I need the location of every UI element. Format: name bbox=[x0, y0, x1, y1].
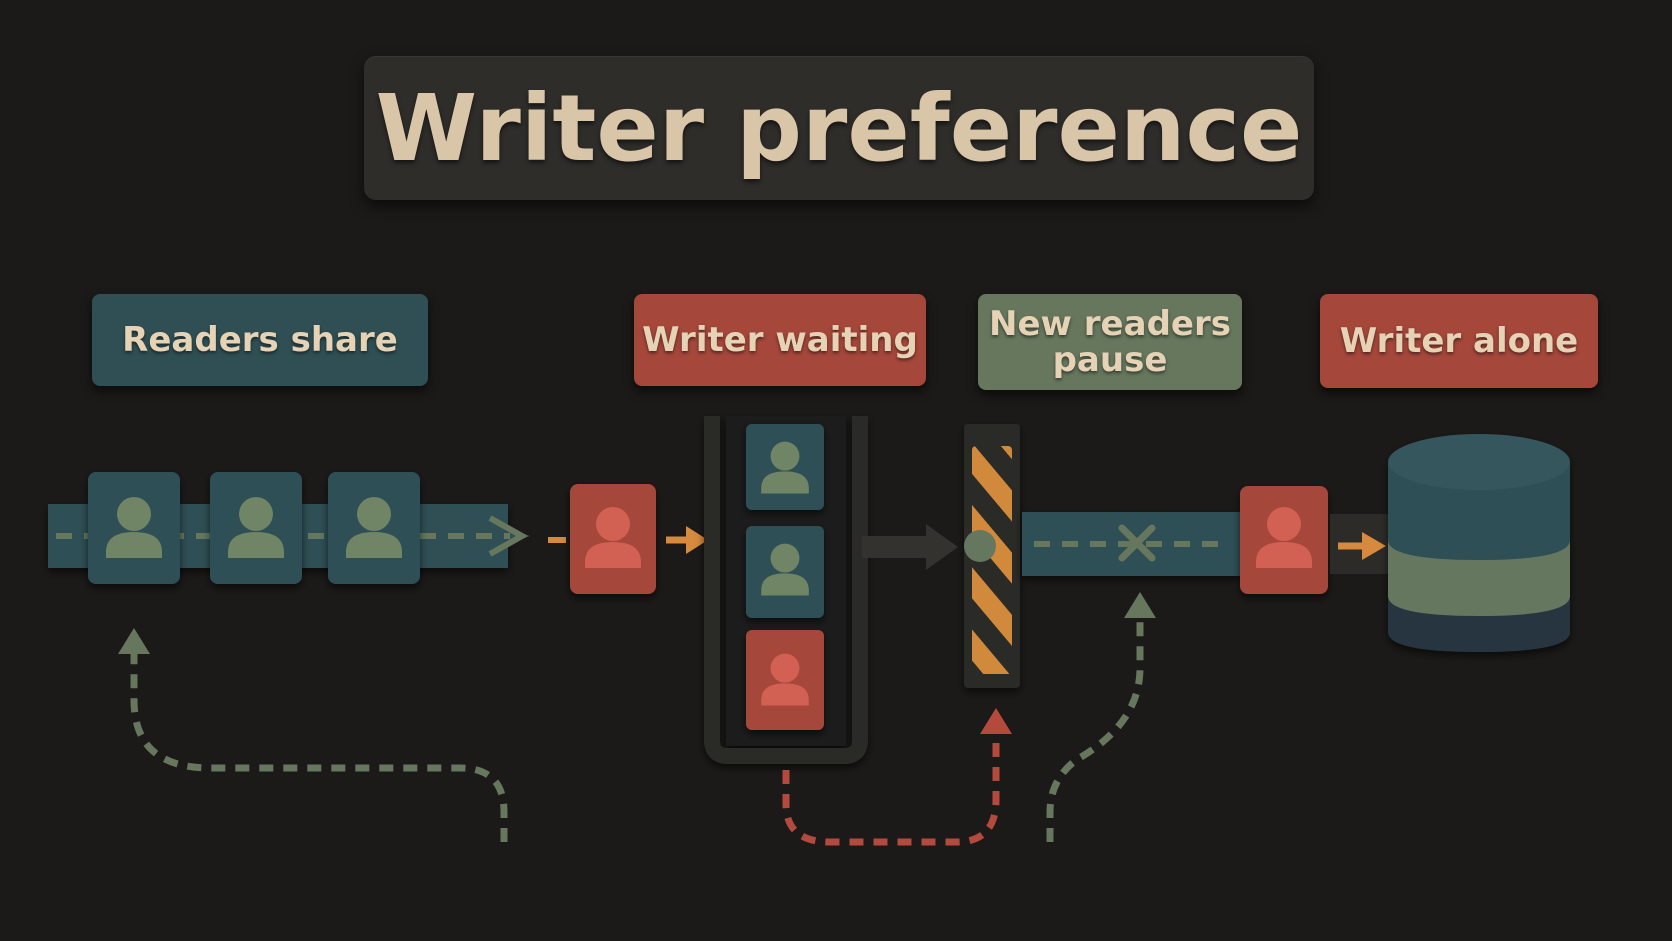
label-new-readers-pause: New readers pause bbox=[978, 294, 1242, 390]
arrow-into-queue bbox=[666, 526, 708, 554]
reader-card-2 bbox=[210, 472, 302, 584]
blocked-readers-track bbox=[1022, 512, 1240, 576]
writer-signal-arrow bbox=[782, 708, 1012, 846]
title-banner: Writer preference bbox=[364, 56, 1314, 200]
barrier-gate-icon bbox=[964, 424, 1020, 688]
reader-card-3 bbox=[328, 472, 420, 584]
label-writer-waiting: Writer waiting bbox=[634, 294, 926, 386]
queued-reader-1 bbox=[746, 424, 824, 510]
queued-writer bbox=[746, 630, 824, 730]
arrow-to-database bbox=[1330, 514, 1390, 574]
blocked-x-icon bbox=[1118, 524, 1156, 562]
reader-loop-arrow bbox=[118, 628, 508, 842]
writer-card-incoming bbox=[570, 484, 656, 594]
database-icon bbox=[1388, 434, 1570, 652]
writer-card-active bbox=[1240, 486, 1328, 594]
label-writer-alone: Writer alone bbox=[1320, 294, 1598, 388]
diagram-title: Writer preference bbox=[375, 74, 1303, 182]
label-readers-share: Readers share bbox=[92, 294, 428, 386]
arrow-to-barrier bbox=[862, 524, 958, 570]
new-reader-arrow bbox=[1046, 592, 1156, 842]
reader-card-1 bbox=[88, 472, 180, 584]
queued-reader-2 bbox=[746, 526, 824, 618]
